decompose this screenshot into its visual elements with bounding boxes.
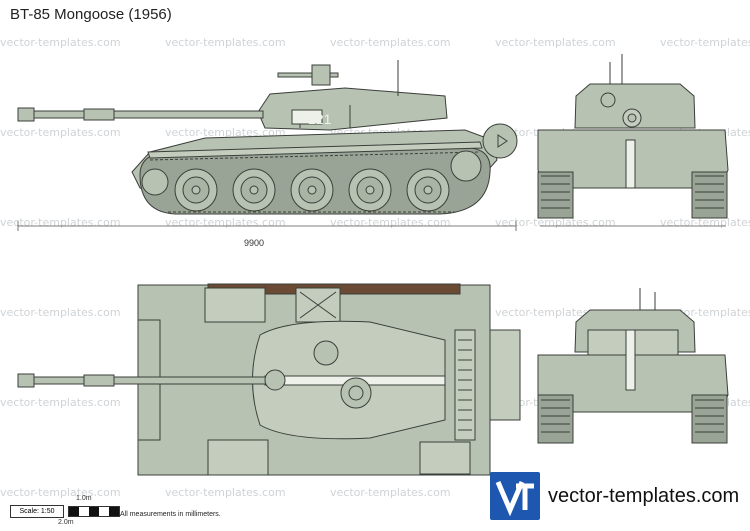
side-turret <box>257 87 448 131</box>
scale-label: Scale: 1:50 <box>10 505 64 518</box>
length-dimension <box>17 221 726 231</box>
measurement-note: All measurements in millimeters. <box>120 511 221 518</box>
front-stripe <box>625 139 636 189</box>
scale-1m-label: 1.0m <box>76 495 92 502</box>
scale-ruler <box>68 506 120 517</box>
top-gun-barrel <box>17 376 269 385</box>
front-tracks <box>537 171 728 219</box>
side-rear-drum <box>482 123 518 159</box>
front-view <box>537 54 729 219</box>
top-loader-hatch <box>313 340 339 366</box>
top-left-fender <box>204 287 266 323</box>
length-dimension-label: 9900 <box>244 238 265 248</box>
rear-view <box>537 288 729 444</box>
rear-tracks <box>537 394 728 444</box>
side-view <box>17 60 518 215</box>
road-wheels <box>174 168 450 212</box>
top-rear-block <box>489 329 521 421</box>
side-muzzle <box>17 107 35 122</box>
brand-logo-icon <box>490 472 540 520</box>
drive-sprocket <box>450 150 482 182</box>
idler-wheel <box>141 168 169 196</box>
turret-number: 221 <box>308 111 332 127</box>
side-fender <box>147 141 483 159</box>
scale-bar: Scale: 1:50 <box>10 505 120 518</box>
top-view <box>17 283 521 476</box>
page-title: BT-85 Mongoose (1956) <box>10 6 172 23</box>
rear-stripe <box>625 329 636 391</box>
side-mg <box>277 72 339 78</box>
side-gun-barrel <box>17 110 264 119</box>
scale-2m-label: 2.0m <box>58 519 74 526</box>
brand-name[interactable]: vector-templates.com <box>548 485 740 507</box>
